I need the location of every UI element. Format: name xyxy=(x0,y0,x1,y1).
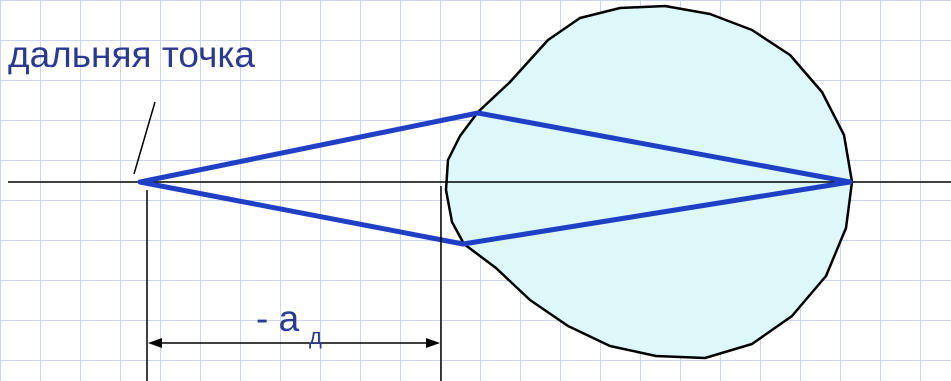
distance-label: - a xyxy=(256,298,300,339)
ray-diamond xyxy=(137,110,853,247)
far-point-label: дальняя точка xyxy=(8,34,255,75)
leader-line xyxy=(133,101,156,175)
dimension-arrow-left xyxy=(148,338,162,348)
dimension-arrow-right xyxy=(426,338,440,348)
distance-subscript: д xyxy=(309,324,322,349)
